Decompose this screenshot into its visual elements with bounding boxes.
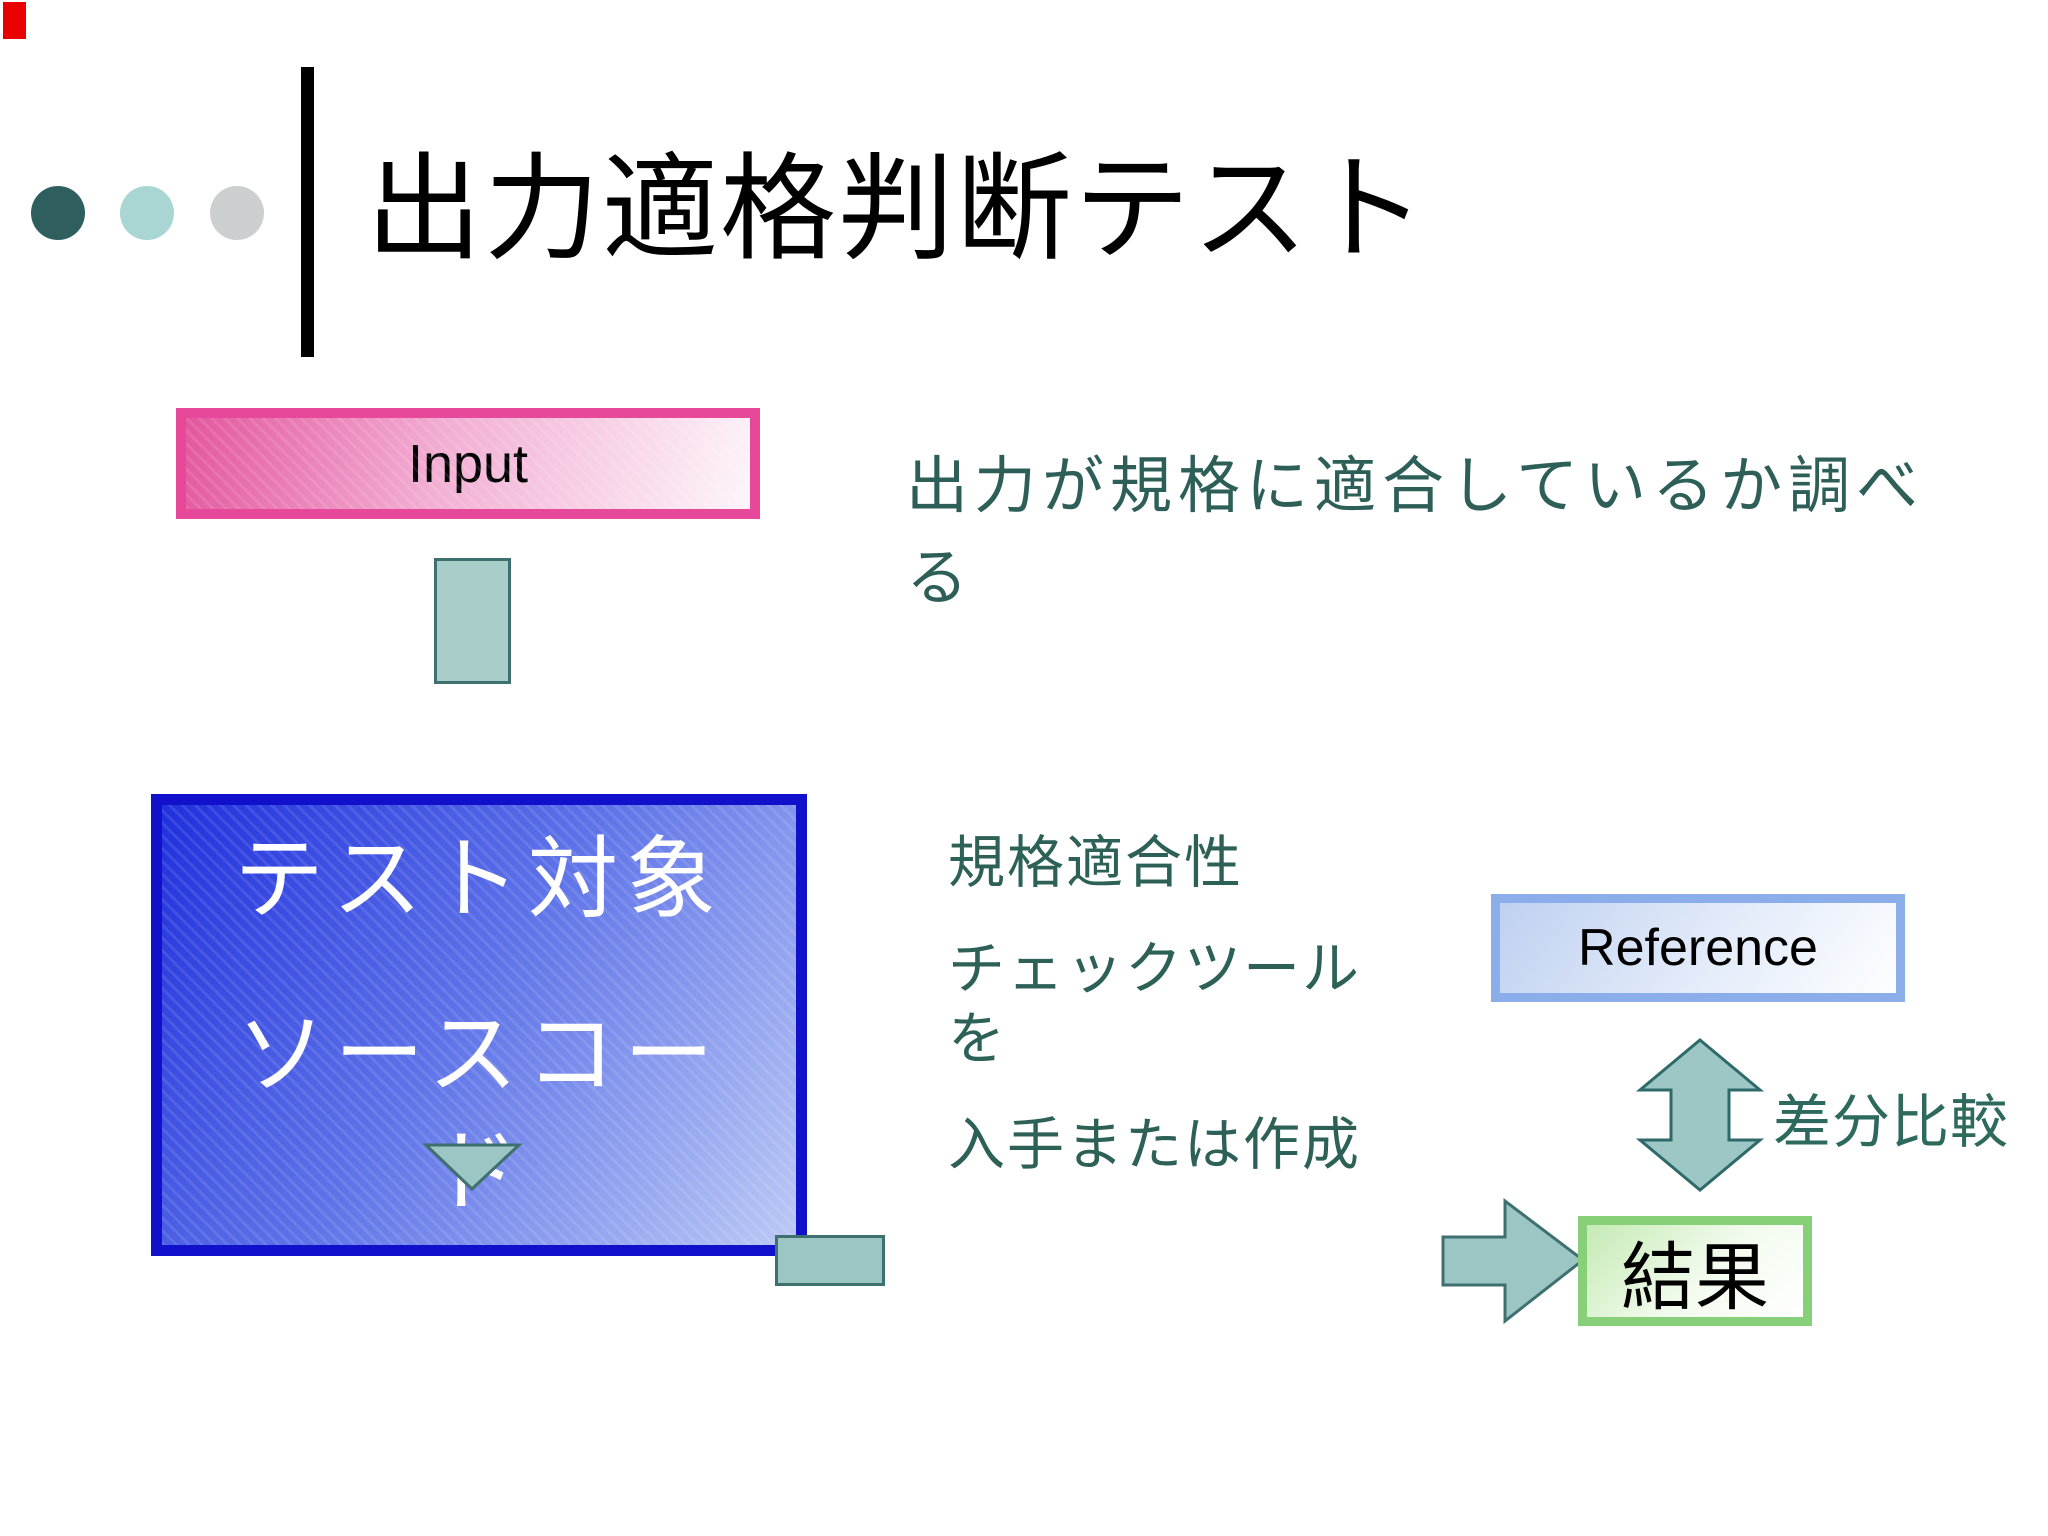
note-line: チェックツールを	[948, 936, 1361, 1072]
test-target-line2: ソースコード	[236, 1001, 722, 1224]
reference-node-label: Reference	[1578, 919, 1818, 977]
bullet-dot-light	[120, 186, 174, 240]
input-node: Input	[176, 408, 760, 519]
notes-block: 規格適合性 チェックツールを 入手または作成	[948, 828, 1393, 1180]
connector-input-to-target	[434, 558, 511, 684]
test-target-line1: テスト対象	[234, 826, 724, 932]
reference-node: Reference	[1491, 894, 1905, 1002]
note-line: 入手または作成	[948, 1112, 1361, 1178]
diff-compare-label: 差分比較	[1773, 1088, 2010, 1156]
title-divider-line	[301, 67, 314, 357]
bullet-dot-gray	[210, 186, 264, 240]
red-corner-mark	[3, 2, 26, 39]
result-node: 結果	[1578, 1216, 1812, 1326]
connector-output-to-checker	[775, 1235, 885, 1286]
arrow-up-down-icon	[1635, 1038, 1765, 1192]
input-node-label: Input	[407, 433, 529, 494]
arrow-right-icon	[1441, 1197, 1586, 1325]
arrow-down-icon	[422, 1143, 523, 1192]
result-node-label: 結果	[1621, 1234, 1769, 1321]
note-line: 規格適合性	[948, 830, 1243, 896]
description-text: 出力が規格に適合しているか調べる	[906, 449, 1925, 614]
page-title: 出力適格判断テスト	[366, 142, 1428, 277]
bullet-dot-dark	[31, 186, 85, 240]
